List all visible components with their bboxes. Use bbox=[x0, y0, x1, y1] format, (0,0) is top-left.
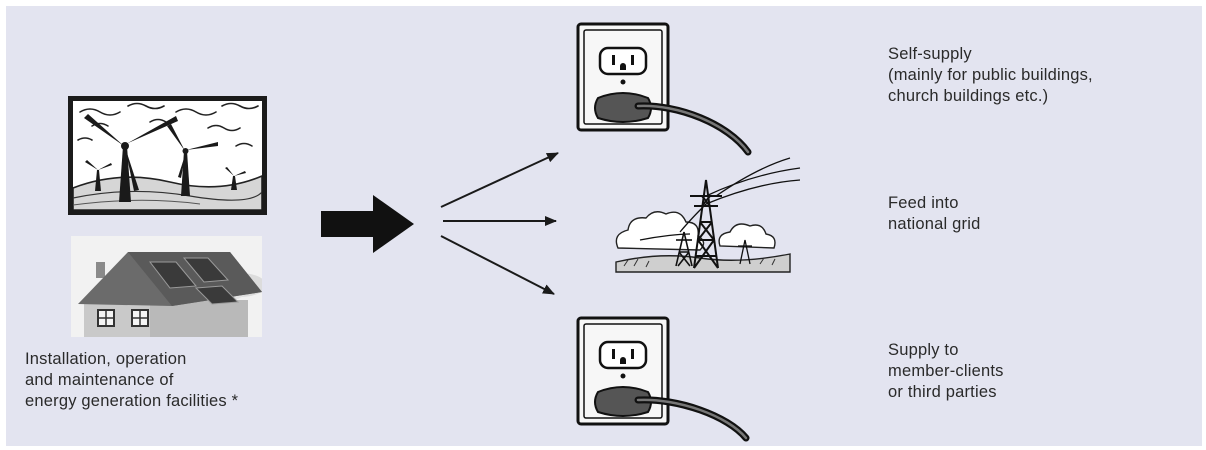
output-label-line: national grid bbox=[888, 215, 981, 233]
output-label-line: member-clients bbox=[888, 362, 1004, 380]
source-caption-line-3: energy generation facilities * bbox=[25, 392, 239, 410]
power-outlet-icon-top bbox=[576, 22, 752, 156]
branch-arrows-icon bbox=[440, 152, 559, 295]
output-label-national-grid: Feed into national grid bbox=[888, 193, 981, 235]
output-label-line: or third parties bbox=[888, 383, 997, 401]
output-label-self-supply: Self-supply (mainly for public buildings… bbox=[888, 44, 1093, 107]
power-grid-icon bbox=[615, 157, 801, 273]
source-caption-line-1: Installation, operation bbox=[25, 350, 187, 368]
big-arrow-right-icon bbox=[321, 195, 414, 253]
power-outlet-icon-bottom bbox=[576, 316, 750, 442]
wind-turbines-icon bbox=[68, 96, 267, 215]
output-label-line: Self-supply bbox=[888, 45, 972, 63]
output-label-member-supply: Supply to member-clients or third partie… bbox=[888, 340, 1004, 403]
source-caption-line-2: and maintenance of bbox=[25, 371, 174, 389]
output-label-line: Supply to bbox=[888, 341, 959, 359]
output-label-line: church buildings etc.) bbox=[888, 87, 1049, 105]
output-label-line: Feed into bbox=[888, 194, 959, 212]
source-caption: Installation, operation and maintenance … bbox=[25, 349, 238, 412]
output-label-line: (mainly for public buildings, bbox=[888, 66, 1093, 84]
solar-house-icon bbox=[71, 236, 262, 337]
